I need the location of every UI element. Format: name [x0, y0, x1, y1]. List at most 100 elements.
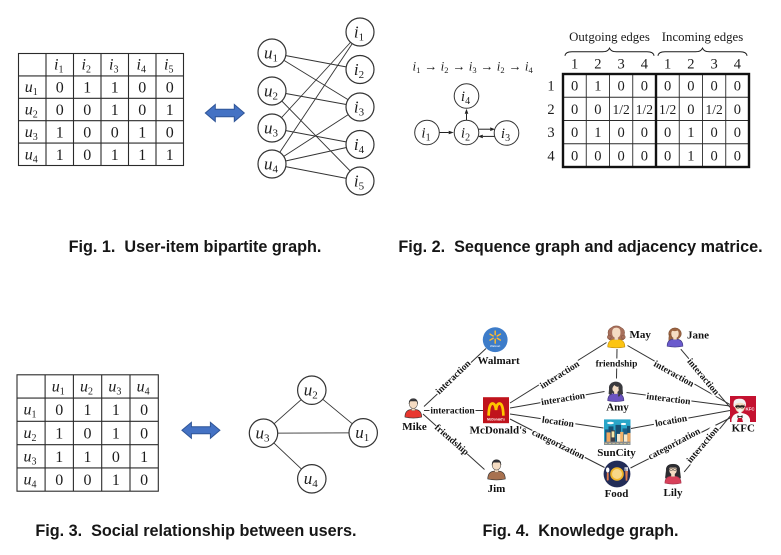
svg-text:Incoming edges: Incoming edges: [662, 30, 743, 44]
svg-text:i4: i4: [137, 57, 146, 76]
svg-text:0: 0: [664, 148, 671, 164]
svg-text:0: 0: [734, 125, 741, 141]
svg-text:1: 1: [111, 102, 119, 119]
svg-text:1: 1: [594, 79, 601, 95]
svg-text:Food: Food: [605, 488, 629, 500]
svg-text:1: 1: [84, 449, 92, 466]
svg-text:interaction: interaction: [430, 407, 475, 417]
svg-text:1: 1: [112, 472, 120, 489]
svg-text:1: 1: [664, 57, 671, 73]
svg-text:0: 0: [138, 80, 146, 97]
svg-text:1: 1: [56, 147, 64, 164]
svg-text:May: May: [630, 329, 652, 341]
svg-text:1: 1: [138, 147, 146, 164]
svg-text:0: 0: [617, 125, 624, 141]
svg-text:i1: i1: [54, 57, 63, 76]
svg-text:SunCity: SunCity: [597, 447, 636, 459]
svg-text:McDonald's: McDonald's: [470, 424, 528, 436]
svg-text:0: 0: [641, 79, 648, 95]
svg-text:Outgoing edges: Outgoing edges: [569, 30, 650, 44]
svg-text:0: 0: [571, 125, 578, 141]
svg-text:0: 0: [687, 79, 694, 95]
svg-text:Mike: Mike: [402, 421, 427, 433]
svg-text:0: 0: [56, 80, 64, 97]
svg-text:0: 0: [166, 80, 174, 97]
svg-text:2: 2: [547, 102, 554, 118]
svg-text:1: 1: [687, 148, 694, 164]
svg-text:1: 1: [111, 80, 119, 97]
svg-text:0: 0: [710, 125, 717, 141]
svg-text:location: location: [541, 416, 575, 430]
svg-text:0: 0: [83, 124, 91, 141]
svg-text:i2: i2: [461, 125, 470, 143]
svg-text:Amy: Amy: [606, 401, 629, 413]
svg-text:i5: i5: [164, 57, 173, 76]
svg-text:i1: i1: [354, 22, 364, 43]
svg-text:friendship: friendship: [596, 360, 638, 370]
svg-text:1: 1: [56, 124, 64, 141]
svg-text:3: 3: [710, 57, 717, 73]
svg-text:i1 → i2 → i3 → i2 → i4: i1 → i2 → i3 → i2 → i4: [413, 59, 534, 76]
svg-text:0: 0: [84, 472, 92, 489]
svg-text:i3: i3: [354, 97, 365, 118]
svg-text:0: 0: [55, 402, 63, 419]
svg-text:1: 1: [55, 449, 63, 466]
svg-text:0: 0: [112, 449, 120, 466]
svg-text:1: 1: [84, 402, 92, 419]
svg-text:Jane: Jane: [687, 330, 709, 342]
svg-text:1: 1: [571, 57, 578, 73]
svg-text:i4: i4: [461, 89, 470, 107]
svg-text:0: 0: [594, 148, 601, 164]
svg-text:0: 0: [83, 102, 91, 119]
svg-text:0: 0: [56, 102, 64, 119]
svg-text:1: 1: [138, 124, 146, 141]
svg-text:0: 0: [111, 124, 119, 141]
svg-text:1: 1: [594, 125, 601, 141]
svg-text:0: 0: [641, 148, 648, 164]
svg-text:Walmart: Walmart: [478, 355, 520, 367]
svg-text:Fig. 3. Social relationship b: Fig. 3. Social relationship between user…: [35, 522, 356, 540]
svg-text:0: 0: [140, 402, 148, 419]
svg-text:4: 4: [734, 57, 742, 73]
svg-text:0: 0: [571, 148, 578, 164]
svg-text:3: 3: [547, 125, 554, 141]
svg-text:KFC: KFC: [745, 407, 755, 412]
svg-text:i2: i2: [354, 60, 364, 81]
svg-text:0: 0: [140, 426, 148, 443]
svg-text:0: 0: [617, 79, 624, 95]
svg-text:4: 4: [641, 57, 649, 73]
svg-text:0: 0: [734, 79, 741, 95]
svg-text:Jim: Jim: [488, 483, 506, 495]
svg-text:i4: i4: [354, 135, 365, 156]
svg-text:3: 3: [617, 57, 624, 73]
svg-text:0: 0: [664, 79, 671, 95]
svg-text:1: 1: [111, 147, 119, 164]
svg-text:KFC: KFC: [732, 423, 755, 435]
svg-text:0: 0: [140, 472, 148, 489]
svg-text:0: 0: [571, 102, 578, 118]
svg-text:4: 4: [547, 148, 555, 164]
svg-text:i1: i1: [421, 125, 430, 143]
svg-text:0: 0: [710, 79, 717, 95]
svg-text:Lily: Lily: [664, 487, 683, 499]
svg-text:McDonald's: McDonald's: [487, 418, 505, 422]
svg-text:i3: i3: [501, 126, 510, 144]
svg-text:0: 0: [55, 472, 63, 489]
svg-text:0: 0: [617, 148, 624, 164]
svg-text:0: 0: [594, 102, 601, 118]
svg-text:Fig. 2. Sequence graph and ad: Fig. 2. Sequence graph and adjacency mat…: [398, 238, 762, 256]
svg-text:1: 1: [140, 449, 148, 466]
svg-text:1: 1: [687, 125, 694, 141]
svg-text:1: 1: [166, 147, 174, 164]
svg-text:0: 0: [641, 125, 648, 141]
svg-text:1/2: 1/2: [612, 102, 629, 117]
svg-text:i5: i5: [354, 171, 365, 192]
svg-text:1/2: 1/2: [659, 102, 676, 117]
svg-text:0: 0: [138, 102, 146, 119]
svg-text:1: 1: [166, 102, 174, 119]
svg-text:Fig. 4. Knowledge graph.: Fig. 4. Knowledge graph.: [482, 522, 678, 540]
svg-text:i2: i2: [82, 57, 91, 76]
svg-text:0: 0: [84, 426, 92, 443]
svg-text:2: 2: [594, 57, 601, 73]
svg-text:Fig. 1. User-item bipartite g: Fig. 1. User-item bipartite graph.: [69, 238, 322, 256]
